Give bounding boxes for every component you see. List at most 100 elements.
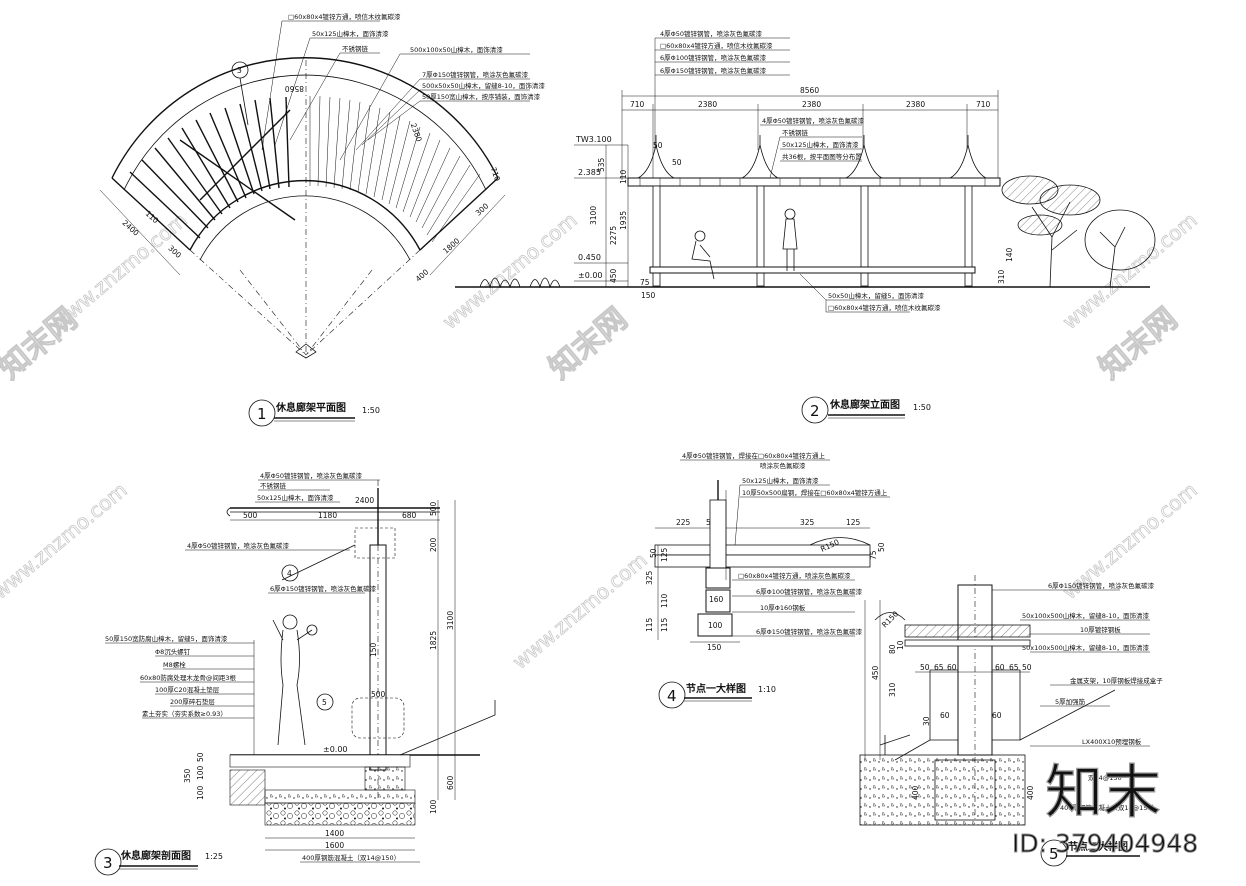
svg-text:3100: 3100	[589, 206, 598, 225]
plan-note: □60x80x4镀锌方通，喷信木纹氟碳漆	[288, 12, 401, 21]
svg-text:310: 310	[997, 269, 1006, 284]
svg-text:4厚Φ50镀锌钢管，焊接在□60x80x4镀锌方通上: 4厚Φ50镀锌钢管，焊接在□60x80x4镀锌方通上	[682, 451, 826, 460]
elevation-top-notes: 4厚Φ50镀锌钢管，喷涂灰色氟碳漆 □60x80x4镀锌方通，喷信木纹氟碳漆 6…	[654, 29, 790, 150]
svg-text:400厚钢筋混凝土（双14@150）: 400厚钢筋混凝土（双14@150）	[302, 853, 400, 862]
svg-text:600: 600	[446, 775, 455, 790]
plan-rafters	[129, 95, 481, 243]
svg-text:2275: 2275	[609, 226, 618, 245]
detail5-footing	[859, 754, 1026, 826]
svg-text:4厚Φ50镀锌钢管，喷涂灰色氟碳漆: 4厚Φ50镀锌钢管，喷涂灰色氟碳漆	[260, 471, 363, 480]
section-layer-notes: 50厚150宽防腐山樟木，留缝5，面饰清漆 Φ8沉头螺钉 M8螺栓 60x80防…	[105, 634, 255, 755]
svg-text:1180: 1180	[318, 511, 337, 520]
plan-number: 1	[257, 405, 267, 423]
svg-text:680: 680	[402, 511, 417, 520]
svg-text:50: 50	[653, 141, 663, 150]
svg-text:TW3.100: TW3.100	[575, 135, 612, 144]
watermark-brand: 知末网	[1093, 301, 1184, 386]
plan-inner-arc	[189, 179, 421, 251]
plan-note: 7厚Φ150镀锌钢管，喷涂灰色氟碳漆	[422, 70, 529, 79]
svg-text:100厚C20混凝土垫层: 100厚C20混凝土垫层	[155, 685, 220, 694]
svg-text:100: 100	[196, 765, 205, 780]
svg-text:450: 450	[609, 268, 618, 283]
svg-text:150: 150	[369, 642, 378, 657]
plan-note: 50x125山樟木，面饰清漆	[312, 29, 389, 38]
svg-text:50: 50	[649, 548, 658, 558]
svg-text:400厚钢筋混凝土（双14@150）: 400厚钢筋混凝土（双14@150）	[1060, 803, 1158, 812]
section-view: 4 5 4厚Φ50镀锌钢管，喷涂灰色氟碳漆 不锈钢链 50x12	[94, 471, 496, 876]
plan-title-block: 1 休息廊架平面图 1:50	[248, 399, 380, 427]
svg-text:115: 115	[645, 617, 654, 632]
section-detail-box-4	[354, 527, 396, 559]
watermark-url: www.znzmo.com	[1058, 208, 1202, 334]
svg-text:535: 535	[597, 157, 606, 172]
svg-text:200厚碎石垫层: 200厚碎石垫层	[170, 697, 215, 706]
svg-text:225: 225	[676, 518, 691, 527]
svg-text:1800: 1800	[441, 236, 461, 256]
svg-text:金属支架，10厚钢板焊接成盒子: 金属支架，10厚钢板焊接成盒子	[1070, 676, 1163, 685]
svg-text:110: 110	[660, 593, 669, 608]
elevation-overall-dim: 8560	[800, 86, 819, 95]
svg-text:50: 50	[196, 752, 205, 762]
svg-text:1935: 1935	[619, 211, 628, 230]
svg-text:2: 2	[810, 402, 820, 420]
elevation-mid-notes: 4厚Φ50镀锌钢管，喷涂灰色氟碳漆 不锈钢链 50x125山樟木，面饰清漆 共3…	[760, 116, 865, 179]
svg-text:60: 60	[947, 663, 957, 672]
watermark-url: www.znzmo.com	[508, 548, 652, 674]
detail5-notes: 6厚Φ150镀锌钢管，喷涂灰色氟碳漆 50x100x500山樟木，留缝8-10，…	[992, 581, 1163, 812]
svg-text:50厚150宽防腐山樟木，留缝5，面饰清漆: 50厚150宽防腐山樟木，留缝5，面饰清漆	[105, 634, 228, 643]
plan-title: 休息廊架平面图	[275, 401, 346, 414]
section-top-notes: 4厚Φ50镀锌钢管，喷涂灰色氟碳漆 不锈钢链 50x125山樟木，面饰清漆 4厚…	[185, 471, 380, 594]
svg-text:□60x80x4镀锌方通，喷信木纹氟碳漆: □60x80x4镀锌方通，喷信木纹氟碳漆	[660, 41, 773, 50]
svg-text:6厚Φ150镀锌钢管，喷涂灰色氟碳漆: 6厚Φ150镀锌钢管，喷涂灰色氟碳漆	[756, 627, 863, 636]
svg-text:75: 75	[869, 550, 878, 560]
svg-text:50: 50	[920, 663, 930, 672]
svg-text:±0.00: ±0.00	[578, 271, 603, 280]
svg-text:6厚Φ100镀锌钢管，喷涂灰色氟碳漆: 6厚Φ100镀锌钢管，喷涂灰色氟碳漆	[756, 587, 863, 596]
svg-text:4厚Φ50镀锌钢管，喷涂灰色氟碳漆: 4厚Φ50镀锌钢管，喷涂灰色氟碳漆	[762, 116, 865, 125]
svg-text:115: 115	[660, 617, 669, 632]
plan-inner-arc-2	[199, 195, 411, 261]
svg-text:50x125山樟木，面饰清漆: 50x125山樟木，面饰清漆	[742, 476, 819, 485]
svg-text:60: 60	[992, 711, 1002, 720]
section-detail-box-5	[351, 697, 405, 739]
svg-text:60x80防腐处理木龙骨@间距3根: 60x80防腐处理木龙骨@间距3根	[140, 673, 237, 682]
id-watermark: ID: 379404948	[1012, 829, 1198, 858]
watermark-url: www.znzmo.com	[0, 478, 132, 604]
svg-text:125: 125	[660, 547, 669, 562]
svg-text:100: 100	[196, 785, 205, 800]
elevation-title-block: 2 休息廊架立面图 1:50	[801, 396, 931, 424]
detail4-notes: 4厚Φ50镀锌钢管，焊接在□60x80x4镀锌方通上 喷涂灰色氟碳漆 50x12…	[680, 451, 890, 637]
svg-text:500: 500	[429, 501, 438, 516]
plan-view: 3 □60x80x4镀锌方通，喷信木纹氟碳漆 50x125山樟木，面饰清漆 不锈…	[99, 12, 545, 427]
svg-text:2.385: 2.385	[578, 168, 601, 177]
svg-text:100: 100	[429, 799, 438, 814]
svg-text:6厚Φ150镀锌钢管，喷涂灰色氟碳漆: 6厚Φ150镀锌钢管，喷涂灰色氟碳漆	[660, 66, 767, 75]
elevation-tree	[1001, 175, 1156, 288]
svg-text:310: 310	[888, 682, 897, 697]
svg-text:共36根，按平面图等分布置: 共36根，按平面图等分布置	[782, 152, 862, 161]
svg-text:2380: 2380	[906, 100, 925, 109]
svg-text:4: 4	[667, 687, 677, 705]
svg-text:10厚Φ160钢板: 10厚Φ160钢板	[760, 603, 806, 612]
elevation-view: 8560 710 2380 2380 2380 710 4厚Φ50镀锌钢管，喷涂…	[455, 29, 1156, 424]
svg-text:50x125山樟木，面饰清漆: 50x125山樟木，面饰清漆	[257, 493, 334, 502]
detail5-title: 节点二大样图	[1068, 840, 1128, 853]
svg-text:1400: 1400	[325, 829, 344, 838]
svg-text:110: 110	[619, 169, 628, 184]
elevation-levels: TW3.100 2.385 0.450 ±0.00 535 110 1935 3…	[574, 135, 1014, 300]
svg-text:□60x80x4镀锌方通，喷涂灰色氟碳漆: □60x80x4镀锌方通，喷涂灰色氟碳漆	[738, 571, 851, 580]
svg-text:65: 65	[1009, 663, 1019, 672]
brand-watermark: 知末 ID: 379404948	[1012, 757, 1199, 858]
svg-text:2400: 2400	[355, 496, 374, 505]
svg-text:□60x80x4镀锌方通，喷信木纹氟碳漆: □60x80x4镀锌方通，喷信木纹氟碳漆	[828, 303, 941, 312]
logo-watermark: 知末	[1045, 758, 1161, 826]
detail5-wood-beam	[904, 624, 1031, 638]
svg-text:5厚加强筋: 5厚加强筋	[1055, 697, 1086, 706]
svg-text:素土夯实（夯实系数≥0.93）: 素土夯实（夯实系数≥0.93）	[142, 709, 227, 718]
detail5-title-block: 5 节点二大样图	[1040, 839, 1140, 867]
plan-focus-mark	[295, 343, 317, 359]
svg-text:2380: 2380	[698, 100, 717, 109]
svg-text:Φ8沉头螺钉: Φ8沉头螺钉	[155, 647, 191, 656]
svg-text:2380: 2380	[802, 100, 821, 109]
svg-text:50x100x500山樟木，留缝8-10，面饰清漆: 50x100x500山樟木，留缝8-10，面饰清漆	[1022, 643, 1150, 652]
